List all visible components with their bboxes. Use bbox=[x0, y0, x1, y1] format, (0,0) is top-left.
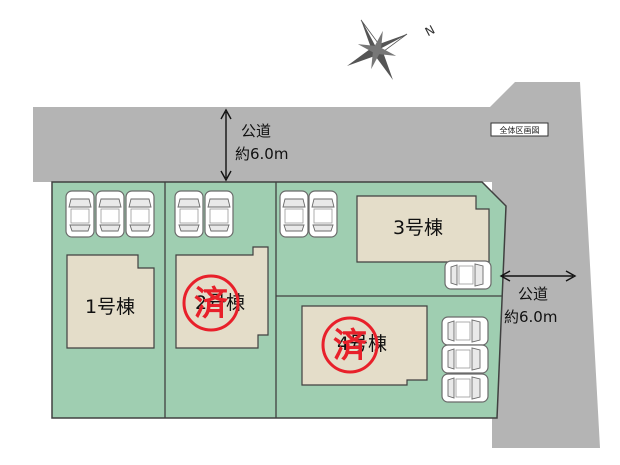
parking-space-car bbox=[204, 190, 234, 238]
north-road-name: 公道 bbox=[241, 122, 271, 140]
building-3-label: 3号棟 bbox=[393, 217, 443, 239]
building-2-label: 2号棟 bbox=[195, 292, 245, 314]
building-1-footprint bbox=[66, 254, 155, 349]
building-3-footprint bbox=[356, 195, 490, 263]
north-road-dimension bbox=[220, 108, 232, 182]
parking-space-car bbox=[279, 190, 309, 238]
svg-text:全体区画図: 全体区画図 bbox=[500, 125, 540, 135]
parking-space-car bbox=[174, 190, 204, 238]
parking-space-car bbox=[65, 190, 95, 238]
lot-divisions bbox=[164, 182, 502, 418]
building-1-label: 1号棟 bbox=[85, 296, 135, 318]
building-4-label: 4号棟 bbox=[337, 333, 387, 355]
parking-space-car bbox=[441, 373, 489, 403]
svg-text:済: 済 bbox=[333, 326, 368, 366]
compass-north-label: N bbox=[423, 23, 438, 40]
sold-stamp-lot-2: 済 bbox=[182, 274, 240, 332]
east-road-width: 約6.0m bbox=[504, 308, 557, 326]
parking-space-car bbox=[95, 190, 125, 238]
overview-tag: 全体区画図 bbox=[490, 122, 549, 137]
east-road-name: 公道 bbox=[518, 285, 548, 303]
parking-space-car bbox=[125, 190, 155, 238]
north-road-width: 約6.0m bbox=[235, 145, 288, 163]
road-area bbox=[33, 82, 600, 448]
parking-space-car bbox=[441, 344, 489, 374]
east-road-dimension bbox=[499, 270, 577, 282]
sold-stamp-lot-4: 済 bbox=[321, 316, 379, 374]
parking-space-car bbox=[441, 316, 489, 346]
compass-rose-icon bbox=[346, 19, 408, 81]
parking-space-car bbox=[308, 190, 338, 238]
parking-space-car bbox=[444, 260, 492, 290]
svg-text:済: 済 bbox=[194, 284, 229, 324]
building-2-footprint bbox=[175, 246, 269, 349]
